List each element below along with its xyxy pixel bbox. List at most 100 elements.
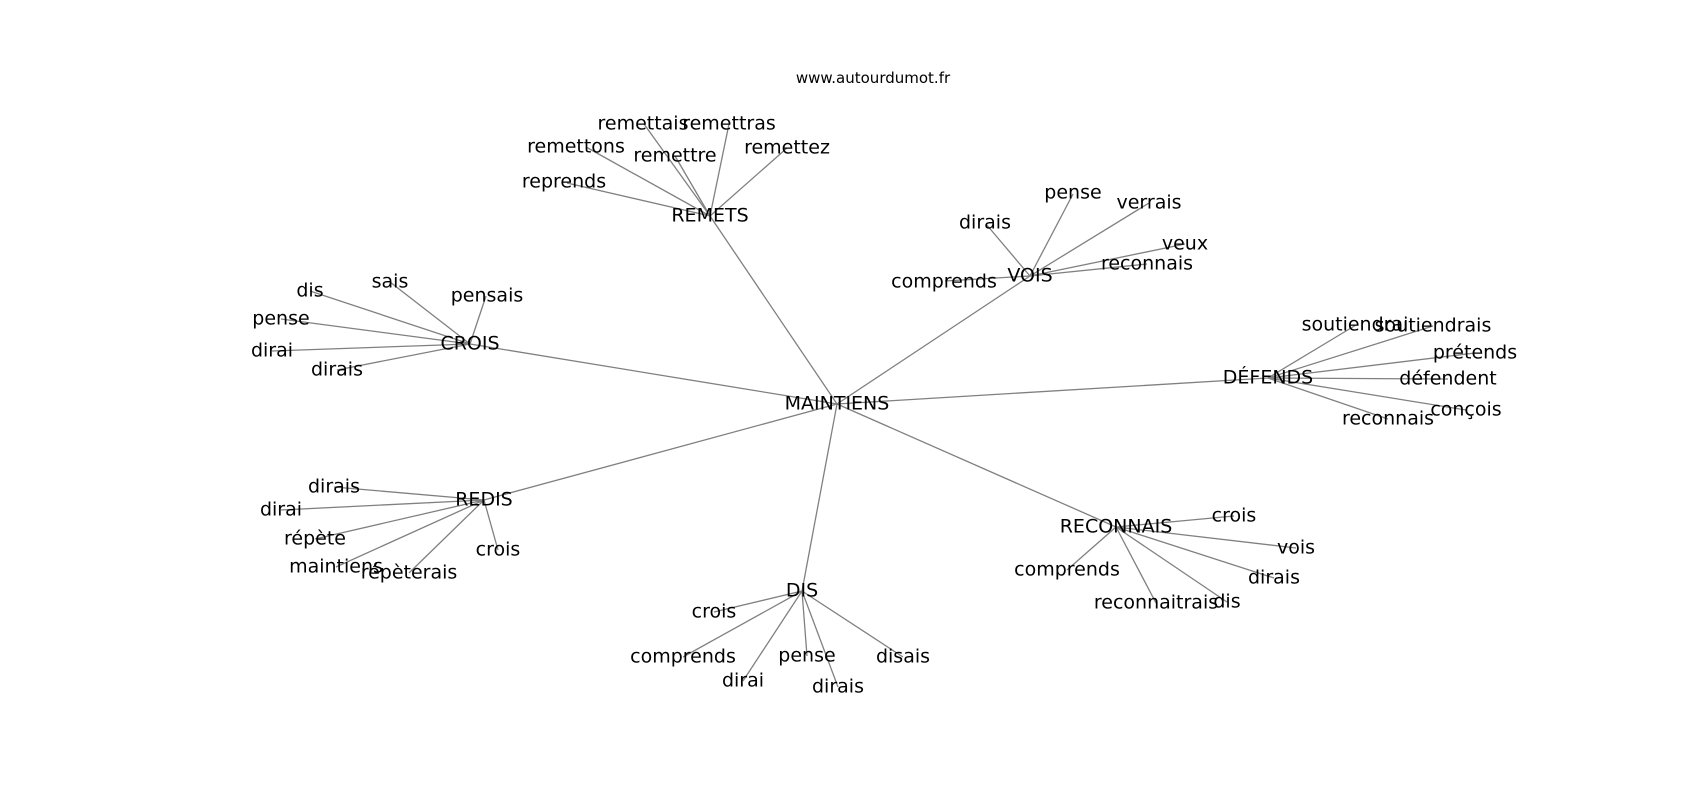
cluster-node: REDIS (455, 489, 513, 511)
leaf-node: défendent (1399, 368, 1496, 390)
leaf-node: crois (692, 601, 737, 623)
root-node: MAINTIENS (785, 393, 890, 415)
edge-1-0 (1029, 193, 1074, 277)
edge-4-3 (335, 499, 485, 568)
leaf-node: remettras (682, 113, 776, 135)
leaf-node: reconnais (1342, 408, 1434, 430)
edge-3-3 (1267, 377, 1449, 380)
edge-3-2 (1267, 352, 1476, 379)
edge-3-4 (1267, 377, 1467, 411)
leaf-node: soutiendrai (1302, 314, 1409, 336)
edge-6-2 (801, 590, 808, 657)
edge-0-3 (674, 155, 711, 217)
leaf-node: maintiens (289, 556, 383, 578)
edge-root-3 (836, 377, 1269, 405)
leaf-node: prétends (1433, 342, 1517, 364)
edge-root-5 (836, 403, 1117, 528)
leaf-node: dirai (251, 340, 293, 362)
cluster-node: DIS (786, 580, 818, 602)
cluster-node: VOIS (1007, 265, 1052, 287)
leaf-node: remettons (527, 136, 625, 158)
edge-6-0 (713, 590, 803, 613)
leaf-node: dirais (959, 212, 1011, 234)
leaf-node: pense (1044, 182, 1101, 204)
leaf-node: veux (1162, 233, 1208, 255)
leaf-node: dirai (722, 670, 764, 692)
edge-6-4 (742, 590, 803, 682)
edge-2-1 (389, 281, 471, 345)
edge-1-4 (1029, 263, 1148, 277)
leaf-node: dirais (812, 676, 864, 698)
edge-0-0 (643, 123, 711, 217)
leaf-node: crois (476, 539, 521, 561)
cluster-node: DÉFENDS (1223, 366, 1313, 389)
edge-root-0 (709, 215, 838, 405)
edge-root-1 (836, 275, 1031, 405)
edge-1-3 (1029, 243, 1186, 277)
leaf-node: verrais (1116, 192, 1181, 214)
edge-4-5 (483, 499, 499, 551)
leaf-node: dirai (260, 499, 302, 521)
edge-0-4 (709, 147, 788, 217)
site-url: www.autourdumot.fr (796, 69, 951, 87)
edge-2-2 (469, 295, 487, 345)
leaf-node: répète (284, 528, 346, 550)
edge-root-2 (469, 343, 838, 405)
edge-6-3 (801, 590, 904, 658)
leaf-node: remettais (597, 113, 688, 135)
edge-0-5 (566, 182, 711, 217)
leaf-node: pense (778, 645, 835, 667)
edge-5-0 (1115, 515, 1235, 528)
edge-2-3 (280, 318, 471, 345)
leaf-node: soutiendrais (1375, 315, 1492, 337)
leaf-node: dis (296, 280, 323, 302)
edge-4-0 (333, 486, 485, 501)
leaf-node: comprends (630, 646, 736, 668)
leaf-node: dis (1213, 591, 1240, 613)
edge-1-1 (1029, 202, 1150, 277)
leaf-node: remettez (744, 137, 830, 159)
leaf-node: sais (372, 271, 409, 293)
leaf-node: reconnais (1101, 253, 1193, 275)
cluster-node: REMETS (671, 205, 748, 227)
leaf-node: pensais (451, 285, 524, 307)
edge-5-3 (1066, 526, 1117, 571)
edge-1-5 (944, 275, 1031, 282)
edge-4-1 (280, 499, 485, 511)
edge-5-4 (1115, 526, 1157, 604)
leaf-node: reprends (522, 171, 606, 193)
graph-edges (271, 123, 1476, 688)
edge-3-0 (1267, 324, 1357, 379)
edge-4-4 (408, 499, 485, 574)
edge-2-4 (271, 343, 471, 352)
cluster-node: RECONNAIS (1060, 516, 1173, 538)
edge-2-0 (309, 290, 471, 345)
edge-0-1 (709, 123, 730, 217)
edge-6-5 (801, 590, 839, 688)
leaf-node: dirais (308, 476, 360, 498)
leaf-node: dirais (1248, 567, 1300, 589)
edge-0-2 (585, 146, 711, 217)
leaf-node: crois (1212, 505, 1257, 527)
edge-root-4 (483, 403, 838, 501)
edge-5-1 (1115, 526, 1297, 549)
leaf-node: vois (1277, 537, 1315, 559)
leaf-node: remettre (633, 145, 716, 167)
leaf-node: répèterais (361, 562, 458, 584)
leaf-node: reconnaitrais (1094, 592, 1218, 614)
leaf-node: dirais (311, 359, 363, 381)
edge-1-2 (985, 223, 1031, 277)
edge-5-2 (1115, 526, 1275, 579)
leaf-node: conçois (1430, 399, 1501, 421)
leaf-node: comprends (1014, 559, 1120, 581)
leaf-node: comprends (891, 271, 997, 293)
edge-5-5 (1115, 526, 1228, 603)
leaf-node: pense (252, 308, 309, 330)
edge-root-6 (801, 403, 838, 592)
edge-3-1 (1267, 325, 1434, 379)
edge-6-1 (682, 590, 803, 658)
edge-3-5 (1267, 377, 1389, 420)
leaf-node: disais (876, 646, 930, 668)
